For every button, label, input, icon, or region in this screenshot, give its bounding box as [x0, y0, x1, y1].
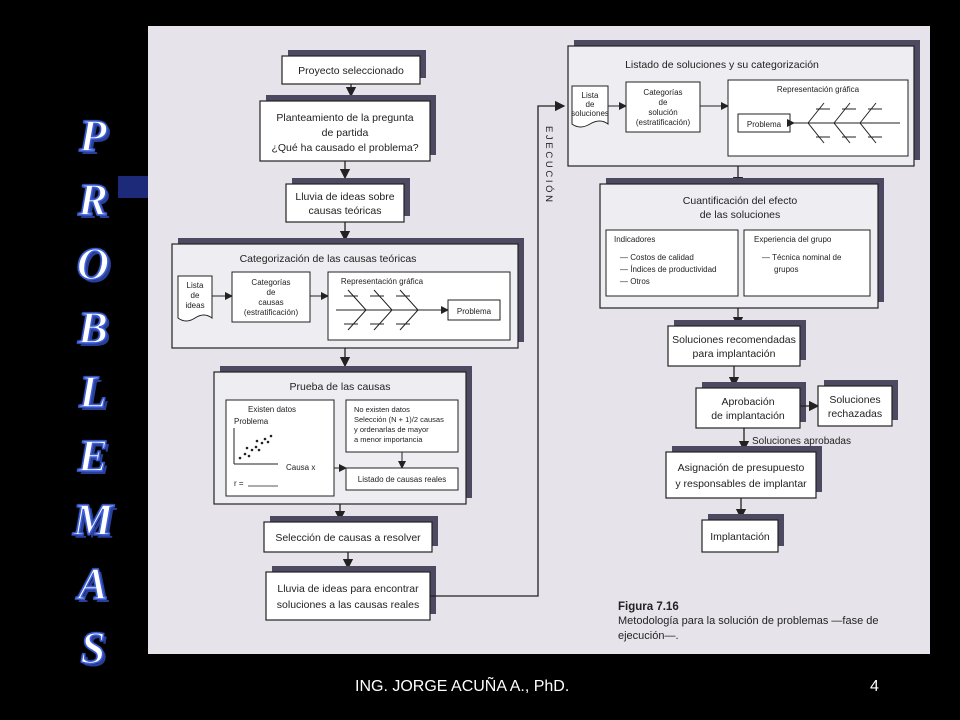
svg-text:Selección (N + 1)/2 causas: Selección (N + 1)/2 causas: [354, 415, 444, 424]
decorative-band: [118, 176, 148, 198]
fishbone-diagram: [794, 102, 900, 144]
title-letter: L: [78, 366, 107, 418]
title-letter: S: [80, 622, 107, 674]
svg-text:Representación gráfica: Representación gráfica: [341, 277, 424, 286]
svg-text:de: de: [586, 100, 595, 109]
box-cuantificacion: Cuantificación del efecto de las solucio…: [599, 178, 884, 309]
figure-caption-line: Metodología para la solución de problema…: [618, 615, 879, 627]
svg-text:Categorías: Categorías: [643, 88, 682, 97]
svg-text:Problema: Problema: [234, 417, 269, 426]
prueba-title: Prueba de las causas: [290, 381, 391, 393]
lluvia-line: causas teóricas: [309, 205, 382, 217]
box-asignacion: Asignación de presupuesto y responsables…: [665, 446, 822, 499]
box-lluvia-causas-teoricas: Lluvia de ideas sobre causas teóricas: [285, 178, 410, 223]
recomendadas-line: Soluciones recomendadas: [672, 334, 796, 346]
lluvia-sol-line: Lluvia de ideas para encontrar: [277, 583, 419, 595]
box-aprobacion: Aprobación de implantación: [695, 382, 806, 429]
flowchart-figure: Proyecto seleccionado Planteamiento de l…: [148, 26, 930, 654]
svg-text:— Costos de calidad: — Costos de calidad: [620, 253, 694, 262]
svg-text:Problema: Problema: [747, 120, 782, 129]
aprobacion-line: de implantación: [711, 410, 785, 422]
planteamiento-line: ¿Qué ha causado el problema?: [271, 142, 418, 154]
listado-title: Listado de soluciones y su categorizació…: [625, 59, 819, 71]
footer-author: ING. JORGE ACUÑA A., PhD.: [355, 678, 570, 695]
aprobacion-line: Aprobación: [721, 396, 774, 408]
svg-text:— Índices de productividad: — Índices de productividad: [620, 265, 717, 274]
asignacion-line: y responsables de implantar: [675, 478, 807, 490]
implantacion-text: Implantación: [710, 531, 770, 543]
box-lluvia-soluciones: Lluvia de ideas para encontrar solucione…: [265, 566, 436, 621]
svg-text:Existen datos: Existen datos: [248, 405, 296, 414]
svg-text:— Técnica nominal de: — Técnica nominal de: [762, 253, 842, 262]
svg-text:de: de: [191, 291, 200, 300]
svg-text:ideas: ideas: [185, 301, 204, 310]
box-implantacion: Implantación: [701, 514, 784, 553]
svg-text:Lista: Lista: [582, 91, 599, 100]
figure-number: Figura 7.16: [618, 601, 679, 613]
lluvia-sol-line: soluciones a las causas reales: [277, 599, 419, 611]
box-proyecto-seleccionado: Proyecto seleccionado: [281, 50, 426, 85]
cuantificacion-line: Cuantificación del efecto: [683, 195, 798, 207]
svg-text:y ordenarlas de mayor: y ordenarlas de mayor: [354, 425, 429, 434]
svg-text:Experiencia del grupo: Experiencia del grupo: [754, 235, 832, 244]
svg-text:(estratificación): (estratificación): [244, 308, 299, 317]
svg-text:(estratificación): (estratificación): [636, 118, 691, 127]
fishbone-diagram: [336, 289, 444, 331]
ejecucion-label: E J E C U C I Ó N: [543, 126, 554, 202]
svg-text:r =: r =: [234, 479, 244, 488]
title-letter: A: [77, 558, 109, 610]
box-seleccion-causas: Selección de causas a resolver: [263, 516, 438, 553]
slide-number: 4: [870, 678, 879, 695]
title-letter: M: [72, 494, 114, 546]
svg-text:Problema: Problema: [457, 307, 492, 316]
svg-text:Representación gráfica: Representación gráfica: [777, 85, 860, 94]
lluvia-line: Lluvia de ideas sobre: [295, 191, 394, 203]
categorizacion-title: Categorización de las causas teóricas: [240, 253, 417, 265]
aprobadas-label: Soluciones aprobadas: [752, 436, 851, 447]
svg-text:grupos: grupos: [774, 265, 798, 274]
box-prueba-causas: Prueba de las causas Existen datos Probl…: [213, 366, 472, 505]
asignacion-line: Asignación de presupuesto: [678, 462, 805, 474]
title-letter: E: [77, 430, 109, 482]
scatter-dots: [238, 434, 273, 460]
svg-text:Indicadores: Indicadores: [614, 235, 655, 244]
rechazadas-line: rechazadas: [828, 408, 882, 420]
box-planteamiento: Planteamiento de la pregunta de partida …: [259, 95, 436, 162]
box-soluciones-recomendadas: Soluciones recomendadas para implantació…: [667, 320, 806, 367]
title-letter: P: [78, 110, 107, 162]
planteamiento-line: Planteamiento de la pregunta: [276, 112, 413, 124]
svg-text:causas: causas: [258, 298, 283, 307]
recomendadas-line: para implantación: [693, 348, 776, 360]
box-categorizacion: Categorización de las causas teóricas Li…: [171, 238, 524, 349]
svg-text:solución: solución: [648, 108, 677, 117]
planteamiento-line: de partida: [322, 127, 369, 139]
seleccion-text: Selección de causas a resolver: [275, 532, 421, 544]
svg-text:Causa x: Causa x: [286, 463, 315, 472]
svg-text:— Otros: — Otros: [620, 277, 650, 286]
title-letter: O: [76, 238, 110, 290]
svg-text:a menor importancia: a menor importancia: [354, 435, 423, 444]
svg-text:Lista: Lista: [187, 281, 204, 290]
box-soluciones-rechazadas: Soluciones rechazadas: [817, 380, 898, 427]
figure-caption-line: ejecución—.: [618, 630, 679, 642]
svg-text:No existen datos: No existen datos: [354, 405, 410, 414]
svg-text:de: de: [659, 98, 668, 107]
svg-text:Categorías: Categorías: [251, 278, 290, 287]
cuantificacion-line: de las soluciones: [700, 209, 781, 221]
title-letter: R: [77, 174, 109, 226]
flowchart-svg: Proyecto seleccionado Planteamiento de l…: [171, 40, 920, 642]
title-letter: B: [77, 302, 109, 354]
proyecto-text: Proyecto seleccionado: [298, 65, 404, 77]
box-listado-soluciones: Listado de soluciones y su categorizació…: [567, 40, 920, 167]
svg-text:Listado de causas reales: Listado de causas reales: [358, 475, 447, 484]
svg-text:soluciones: soluciones: [571, 109, 609, 118]
svg-text:de: de: [267, 288, 276, 297]
ejecucion-connector: [430, 100, 566, 597]
rechazadas-line: Soluciones: [829, 394, 880, 406]
problemas-vertical-title: P R O B L E M A S: [58, 104, 128, 680]
